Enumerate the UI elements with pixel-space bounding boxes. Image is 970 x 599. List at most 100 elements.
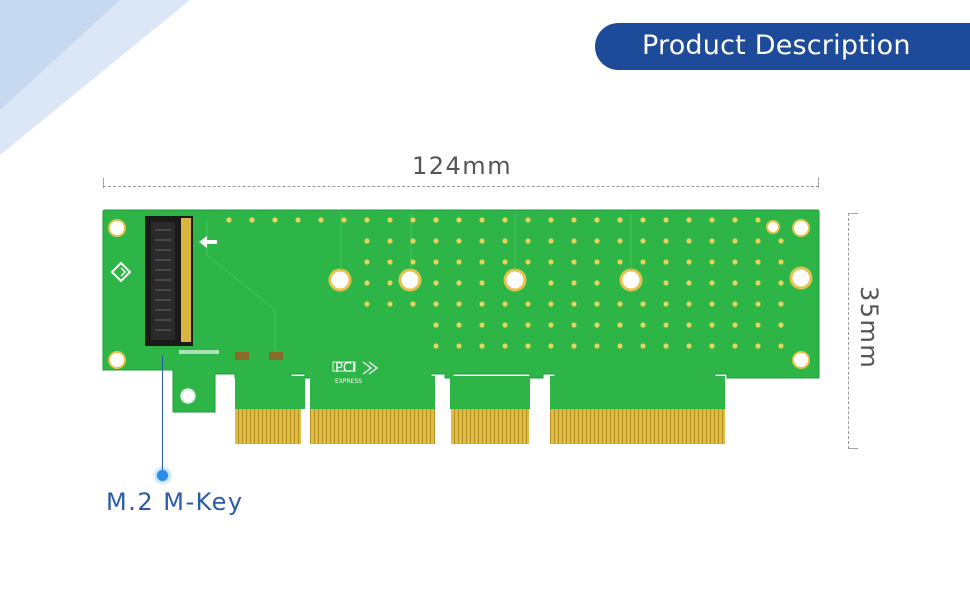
title-banner [595,23,970,70]
via-dot [548,280,554,286]
via-dot [778,280,784,286]
via-dot [502,322,508,328]
via-dot [663,259,669,265]
via-dot [502,343,508,349]
via-dot [479,238,485,244]
via-dot [364,259,370,265]
height-dimension-line [848,213,849,449]
pci-logo: PCI [335,361,356,376]
width-dimension-label: 124mm [412,152,513,180]
via-dot [755,280,761,286]
via-dot [594,322,600,328]
via-dot [640,301,646,307]
via-dot [732,343,738,349]
via-dot [686,280,692,286]
via-dot [571,301,577,307]
via-dot [525,238,531,244]
via-dot [709,217,715,223]
via-dot [433,238,439,244]
via-dot [686,343,692,349]
via-dot [272,217,278,223]
via-dot [686,322,692,328]
via-dot [341,217,347,223]
via-dot [433,217,439,223]
via-dot [410,301,416,307]
via-dot [479,322,485,328]
via-dot [594,280,600,286]
m2-connector [145,216,193,346]
via-dot [732,301,738,307]
via-dot [663,322,669,328]
via-dot [571,217,577,223]
via-grid [226,217,784,349]
via-dot [249,217,255,223]
via-dot [686,301,692,307]
via-dot [387,238,393,244]
via-dot [755,238,761,244]
via-dot [732,217,738,223]
via-dot [318,217,324,223]
via-dot [456,343,462,349]
height-dimension-tick-bottom [848,448,858,449]
via-dot [456,217,462,223]
via-dot [548,301,554,307]
via-dot [433,343,439,349]
corner-decoration [0,0,190,155]
via-dot [387,301,393,307]
m2-connector-label: M.2 M-Key [106,488,244,516]
via-dot [732,238,738,244]
height-dimension-tick-top [848,213,858,214]
via-dot [732,322,738,328]
gold-finger-segment [451,408,529,444]
via-dot [548,259,554,265]
via-dot [456,301,462,307]
via-dot [732,259,738,265]
via-dot [456,238,462,244]
gold-finger-segment [550,408,725,444]
callout-line [162,355,163,472]
via-dot [525,301,531,307]
via-dot [364,301,370,307]
via-dot [502,217,508,223]
via-dot [640,259,646,265]
via-dot [755,217,761,223]
via-dot [755,322,761,328]
via-dot [663,280,669,286]
via-dot [617,301,623,307]
via-dot [433,280,439,286]
via-dot [479,217,485,223]
via-dot [778,259,784,265]
via-dot [686,259,692,265]
via-dot [778,343,784,349]
via-dot [663,238,669,244]
via-dot [456,280,462,286]
brand-logo-icon [110,261,132,283]
via-dot [640,343,646,349]
via-dot [617,259,623,265]
via-dot [778,322,784,328]
via-dot [410,238,416,244]
callout-dot [157,470,168,481]
via-dot [663,343,669,349]
via-dot [548,217,554,223]
via-dot [479,301,485,307]
via-dot [433,322,439,328]
via-dot [571,259,577,265]
via-dot [640,238,646,244]
via-dot [686,238,692,244]
via-dot [709,238,715,244]
via-dot [571,280,577,286]
page-title: Product Description [642,30,911,61]
via-dot [387,259,393,265]
via-dot [502,238,508,244]
via-dot [364,280,370,286]
via-dot [617,217,623,223]
via-dot [640,217,646,223]
via-dot [525,322,531,328]
width-dimension-line [103,186,819,187]
via-dot [594,238,600,244]
via-dot [709,280,715,286]
via-dot [594,343,600,349]
via-dot [709,259,715,265]
via-dot [778,301,784,307]
